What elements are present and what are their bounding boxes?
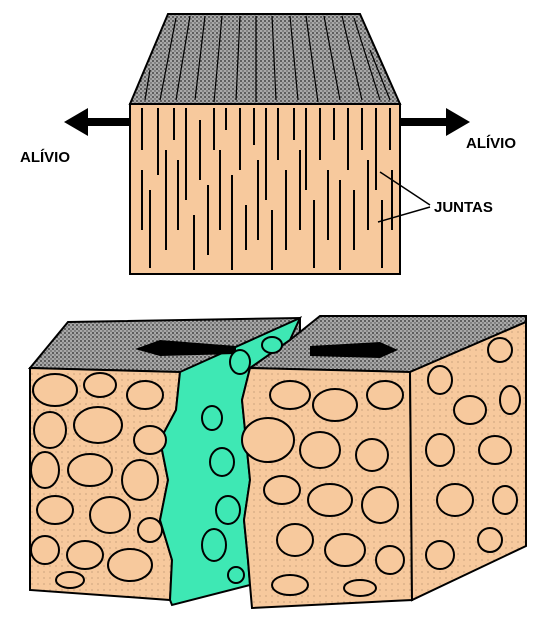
relief-right-label: ALÍVIO (466, 135, 516, 152)
upper-joint-lines (141, 108, 393, 270)
arrow-right-icon (400, 108, 470, 136)
arrow-left-icon (64, 108, 130, 136)
lower-arrows (135, 340, 398, 358)
pebbles-right (241, 380, 405, 597)
upper-top-streaks (144, 15, 391, 103)
lower-block (27, 315, 527, 610)
joints-pointer-lines (377, 171, 431, 223)
joints-label: JUNTAS (434, 199, 493, 216)
pebbles-side (425, 337, 521, 570)
pebbles-joint (201, 336, 283, 584)
upper-block (128, 13, 431, 275)
pebbles-left (30, 372, 167, 589)
relief-left-label: ALÍVIO (20, 149, 70, 166)
